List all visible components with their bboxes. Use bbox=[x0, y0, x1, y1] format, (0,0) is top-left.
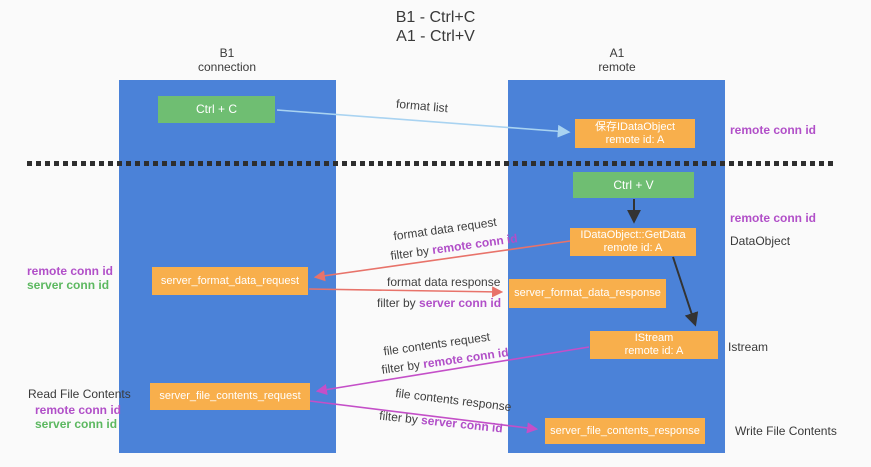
file-contents-response-label: file contents response bbox=[394, 385, 513, 415]
format-data-response-arrow bbox=[308, 286, 504, 298]
title-line-2: A1 - Ctrl+V bbox=[396, 28, 475, 45]
format-data-response-label: format data response bbox=[387, 275, 501, 289]
format-data-response-filter-label: filter by server conn id bbox=[377, 296, 501, 310]
dataobject-label: DataObject bbox=[730, 234, 791, 248]
ctrl-c-label: Ctrl + C bbox=[195, 102, 237, 116]
server-format-data-response-box: server_format_data_response bbox=[509, 279, 666, 308]
idataobject-getdata-line2: remote id: A bbox=[603, 242, 663, 254]
right-column-name: A1 bbox=[609, 46, 625, 60]
istream-line2: remote id: A bbox=[624, 345, 684, 357]
remote-conn-id-label-mid-right: remote conn id bbox=[730, 211, 817, 225]
server-conn-id-key: server conn id bbox=[419, 296, 502, 310]
server-format-data-request-label: server_format_data_request bbox=[160, 274, 300, 287]
istream-line1: IStream bbox=[634, 332, 674, 344]
server-format-data-request-box: server_format_data_request bbox=[152, 267, 308, 295]
remote-conn-id-label-top-left: remote conn id bbox=[27, 264, 114, 278]
save-idataobject-line2: remote id: A bbox=[605, 133, 665, 146]
filter-by-text: filter by bbox=[377, 296, 420, 310]
ctrl-v-label: Ctrl + V bbox=[613, 177, 654, 192]
ctrl-v-box: Ctrl + V bbox=[573, 172, 694, 198]
filter-by-text: filter by bbox=[380, 357, 425, 377]
server-conn-id-label-top-left: server conn id bbox=[27, 278, 110, 292]
save-idataobject-box: 保存IDataObject remote id: A bbox=[575, 119, 695, 148]
server-file-contents-response-label: server_file_contents_response bbox=[550, 424, 700, 437]
remote-conn-id-label-bottom-left: remote conn id bbox=[35, 403, 122, 417]
right-column-header: A1 remote bbox=[547, 46, 687, 74]
remote-conn-id-label-top-right: remote conn id bbox=[730, 123, 817, 137]
server-conn-id-label-bottom-left: server conn id bbox=[35, 417, 118, 431]
ctrl-c-box: Ctrl + C bbox=[158, 96, 275, 123]
right-column-role: remote bbox=[598, 60, 636, 74]
idataobject-getdata-box: IDataObject::GetData remote id: A bbox=[570, 228, 696, 256]
filter-by-text: filter by bbox=[378, 408, 422, 427]
server-file-contents-request-label: server_file_contents_request bbox=[159, 390, 301, 402]
write-file-contents-label: Write File Contents bbox=[735, 424, 837, 438]
filter-by-text: filter by bbox=[389, 243, 434, 263]
istream-box: IStream remote id: A bbox=[590, 331, 718, 359]
read-file-contents-label: Read File Contents bbox=[28, 387, 131, 401]
format-list-label: format list bbox=[395, 96, 449, 116]
server-file-contents-response-box: server_file_contents_response bbox=[545, 418, 705, 444]
title-line-1: B1 - Ctrl+C bbox=[395, 9, 476, 26]
left-column-header: B1 connection bbox=[157, 46, 297, 74]
diagram-title: B1 - Ctrl+C A1 - Ctrl+V bbox=[0, 8, 871, 46]
save-idataobject-line1: 保存IDataObject bbox=[594, 120, 676, 133]
server-format-data-response-label: server_format_data_response bbox=[514, 287, 661, 299]
istream-side-label: Istream bbox=[728, 340, 769, 354]
server-conn-id-key: server conn id bbox=[420, 412, 504, 436]
dashed-divider bbox=[27, 161, 833, 166]
file-contents-response-filter-label: filter by server conn id bbox=[379, 409, 504, 436]
server-file-contents-request-box: server_file_contents_request bbox=[150, 383, 310, 410]
left-column-role: connection bbox=[197, 60, 257, 74]
idataobject-getdata-line1: IDataObject::GetData bbox=[580, 229, 686, 241]
left-column-name: B1 bbox=[219, 46, 235, 60]
